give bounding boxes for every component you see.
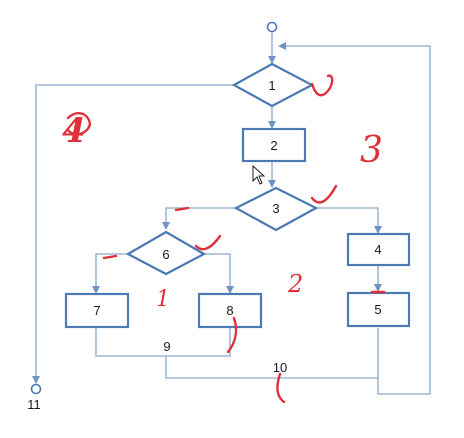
- start-terminal: [266, 21, 278, 33]
- handwritten-mark-b: 2: [287, 270, 303, 298]
- node-label: 7: [93, 303, 100, 318]
- decision-diamond: [231, 62, 315, 108]
- tick-edge-8: [226, 316, 238, 354]
- node-label: 4: [374, 242, 381, 257]
- check-mark-node-6: [194, 234, 222, 251]
- scribble-mark: [66, 112, 92, 136]
- tick-edge-6-7: [102, 254, 118, 260]
- node-6: 6: [125, 230, 207, 276]
- handwritten-region-count-2: 3: [360, 130, 383, 171]
- node-label: 6: [162, 247, 169, 262]
- check-mark-node-3: [310, 184, 338, 204]
- edges: [32, 32, 431, 395]
- handwritten-annotations: 4 3 1 2: [62, 74, 386, 404]
- process-box: [241, 127, 307, 163]
- decision-diamond: [233, 186, 319, 232]
- decision-diamond: [125, 230, 207, 276]
- connector-label-9: 9: [163, 339, 170, 354]
- handwritten-mark-a: 1: [156, 287, 170, 312]
- handwritten-region-count-1: 4: [62, 111, 86, 151]
- node-label: 3: [272, 201, 279, 216]
- terminal-label-11: 11: [27, 397, 41, 412]
- node-1: 1: [231, 62, 315, 108]
- edge-3-4: [316, 207, 382, 234]
- edge-6-8: [204, 253, 234, 294]
- check-mark-node-1: [310, 74, 334, 97]
- edge-loop-back: [278, 42, 431, 395]
- edge-6-7: [92, 253, 128, 294]
- node-label: 2: [270, 138, 277, 153]
- node-label: 5: [374, 302, 381, 317]
- end-terminal: [30, 383, 42, 395]
- tick-edge-3-6: [174, 206, 190, 212]
- edge-7-8-merge: [95, 328, 231, 357]
- edge-3-6: [162, 207, 236, 230]
- node-7: 7: [64, 292, 130, 329]
- mouse-cursor-icon: [252, 164, 266, 185]
- connector-label-10: 10: [273, 360, 287, 375]
- edge-1-11: [32, 84, 234, 384]
- node-label: 1: [268, 78, 275, 93]
- node-8: 8: [197, 292, 263, 329]
- node-label: 8: [226, 303, 233, 318]
- node-3: 3: [233, 186, 319, 232]
- node-4: 4: [346, 232, 411, 267]
- node-5: 5: [346, 291, 411, 328]
- edge-9-5-merge: [165, 328, 379, 379]
- node-2: 2: [241, 127, 307, 163]
- process-box: [346, 232, 411, 267]
- tick-edge-10: [276, 372, 286, 404]
- process-box: [197, 292, 263, 329]
- process-box: [64, 292, 130, 329]
